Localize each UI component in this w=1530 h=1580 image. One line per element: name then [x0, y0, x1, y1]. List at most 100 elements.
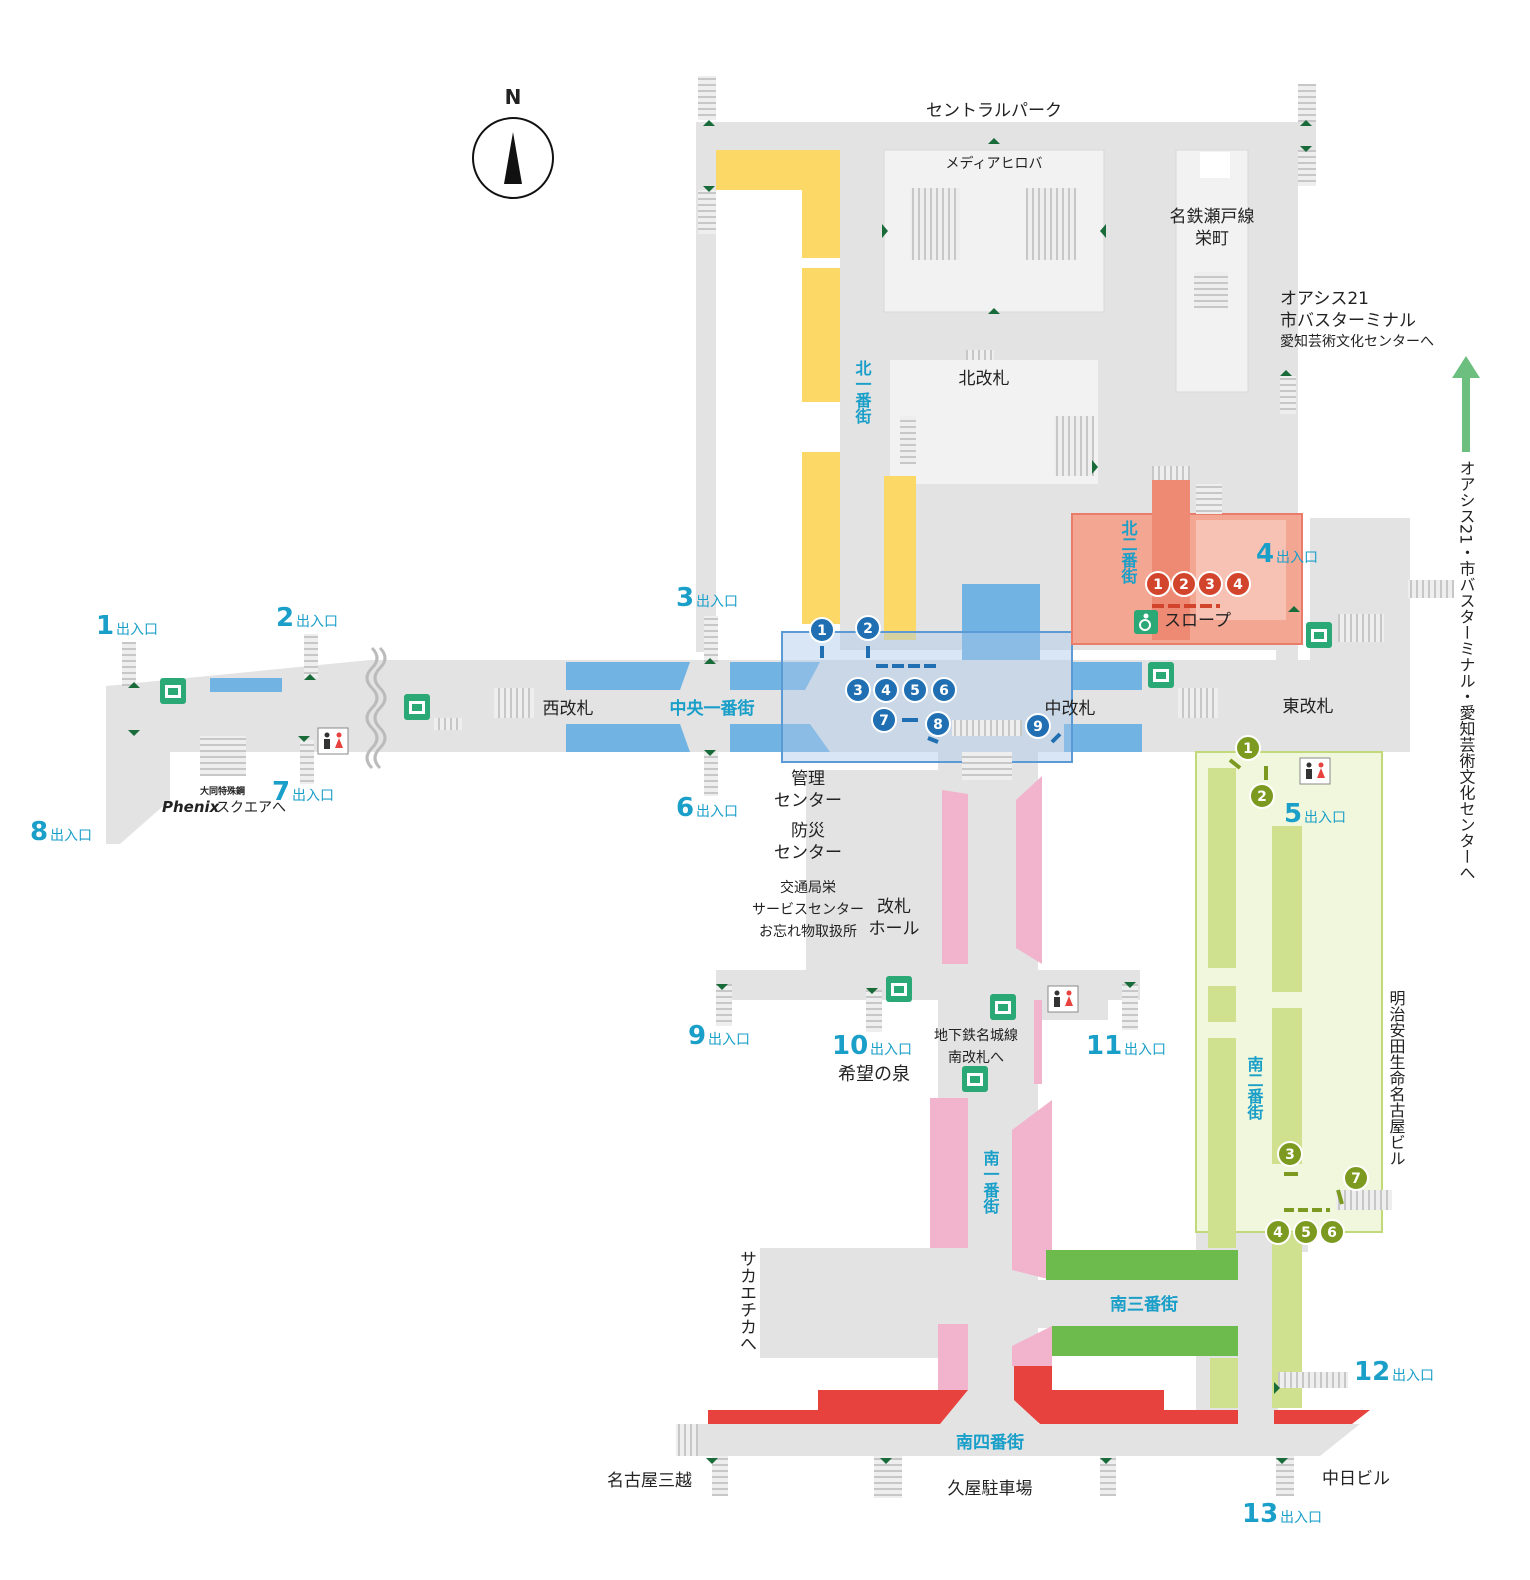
elevator-icon: [1148, 662, 1174, 688]
elevator-icon: [886, 976, 912, 1002]
blue-marker-6-text: 6: [939, 683, 949, 699]
exit-11-number: 11: [1086, 1031, 1122, 1061]
map-break-line-2: [373, 646, 387, 770]
green-marker-3: 3: [1277, 1141, 1303, 1167]
elevator-icon: [962, 1066, 988, 1092]
red-marker-4: 4: [1225, 571, 1251, 597]
green-marker-7: 7: [1343, 1165, 1369, 1191]
blue-marker-7: 7: [871, 707, 897, 733]
oasis-direction-label: オアシス21・市バスターミナル・愛知芸術文化センターへ: [1457, 460, 1476, 880]
east-gate-label: 東改札: [1283, 697, 1334, 717]
exit-11-suffix: 出入口: [1124, 1042, 1166, 1058]
exit-8-suffix: 出入口: [50, 828, 92, 844]
south-street-3: [1046, 1250, 1238, 1356]
green-marker-6-text: 6: [1327, 1225, 1337, 1241]
phenix-brand-label: Phenix: [162, 798, 221, 816]
meijo-line-label-1: 地下鉄名城線: [934, 1028, 1018, 1044]
south-street-2-label: 南二番街: [1245, 1055, 1265, 1121]
south-street-4: [708, 1366, 1370, 1424]
green-marker-5-text: 5: [1301, 1225, 1311, 1241]
exit-10-suffix: 出入口: [870, 1042, 912, 1058]
blue-marker-9: 9: [1025, 713, 1051, 739]
exit-9-number: 9: [688, 1021, 706, 1051]
blue-marker-3: 3: [845, 677, 871, 703]
blue-marker-9-text: 9: [1033, 719, 1043, 735]
blue-marker-8-text: 8: [933, 717, 943, 733]
mitsukoshi-label: 名古屋三越: [607, 1471, 692, 1491]
meitetsu-label-2: 栄町: [1195, 229, 1229, 249]
phenix-small-label: 大同特殊鋼: [200, 785, 245, 797]
green-marker-4-text: 4: [1273, 1225, 1283, 1241]
north-arrow-icon: [504, 132, 522, 184]
red-marker-3: 3: [1197, 571, 1223, 597]
exit-8-number: 8: [30, 817, 48, 847]
west-gate-label: 西改札: [543, 699, 594, 719]
exit-7-suffix: 出入口: [292, 788, 334, 804]
service-center-label-2: サービスセンター: [752, 902, 864, 918]
green-marker-4: 4: [1265, 1219, 1291, 1245]
red-marker-2-text: 2: [1179, 577, 1189, 593]
oasis-label-2: 市バスターミナル: [1280, 311, 1416, 331]
blue-marker-7-text: 7: [879, 713, 889, 729]
sakaechika-label: サカエチカへ: [736, 1250, 756, 1352]
blue-marker-8: 8: [925, 711, 951, 737]
elevator-icon: [160, 678, 186, 704]
south-street-3-label: 南三番街: [1110, 1294, 1178, 1315]
exit-1-number: 1: [96, 611, 114, 641]
blue-marker-1-text: 1: [817, 623, 827, 639]
exit-6-number: 6: [676, 793, 694, 823]
red-marker-3-text: 3: [1205, 577, 1215, 593]
exit-2-suffix: 出入口: [296, 614, 338, 630]
green-marker-5: 5: [1293, 1219, 1319, 1245]
north-street-1-label: 北一番街: [853, 360, 873, 425]
exit-7-number: 7: [272, 777, 290, 807]
service-center-label-3: お忘れ物取扱所: [759, 924, 857, 940]
elevator-icon: [404, 694, 430, 720]
oasis-label-3: 愛知芸術文化センターへ: [1280, 333, 1434, 350]
exit-5-number: 5: [1284, 799, 1302, 829]
elevator-icon: [990, 994, 1016, 1020]
restroom-icon: [1047, 985, 1079, 1013]
street-labels: 北一番街 北二番街 中央一番街 南一番街 南二番街 南三番街 南四番街 希望の泉: [670, 360, 1265, 1453]
admin-label-2: センター: [774, 791, 842, 811]
exit-6-suffix: 出入口: [696, 804, 738, 820]
blue-markers: 1 2 3 4 5 6 7 8 9: [809, 615, 1051, 739]
exit-1-suffix: 出入口: [116, 622, 158, 638]
middle-gate-label: 中改札: [1045, 699, 1096, 719]
red-marker-1: 1: [1145, 571, 1171, 597]
exit-13-number: 13: [1242, 1499, 1278, 1529]
green-marker-1-text: 1: [1243, 741, 1253, 757]
blue-marker-1: 1: [809, 617, 835, 643]
map-break-line: [365, 646, 379, 770]
exit-9-suffix: 出入口: [708, 1032, 750, 1048]
north-label: N: [505, 85, 522, 109]
green-marker-1: 1: [1235, 735, 1261, 761]
meitetsu-label-1: 名鉄瀬戸線: [1170, 207, 1255, 227]
restroom-icon: [1299, 757, 1331, 785]
facility-icons: [160, 610, 1332, 1092]
blue-marker-4: 4: [873, 677, 899, 703]
chunichi-label: 中日ビル: [1322, 1469, 1390, 1489]
gate-ticks: [820, 604, 1344, 1212]
red-marker-1-text: 1: [1153, 577, 1163, 593]
blue-marker-2-text: 2: [863, 621, 873, 637]
blue-marker-2: 2: [855, 615, 881, 641]
exit-4-number: 4: [1256, 539, 1274, 569]
blue-marker-6: 6: [931, 677, 957, 703]
green-marker-6: 6: [1319, 1219, 1345, 1245]
